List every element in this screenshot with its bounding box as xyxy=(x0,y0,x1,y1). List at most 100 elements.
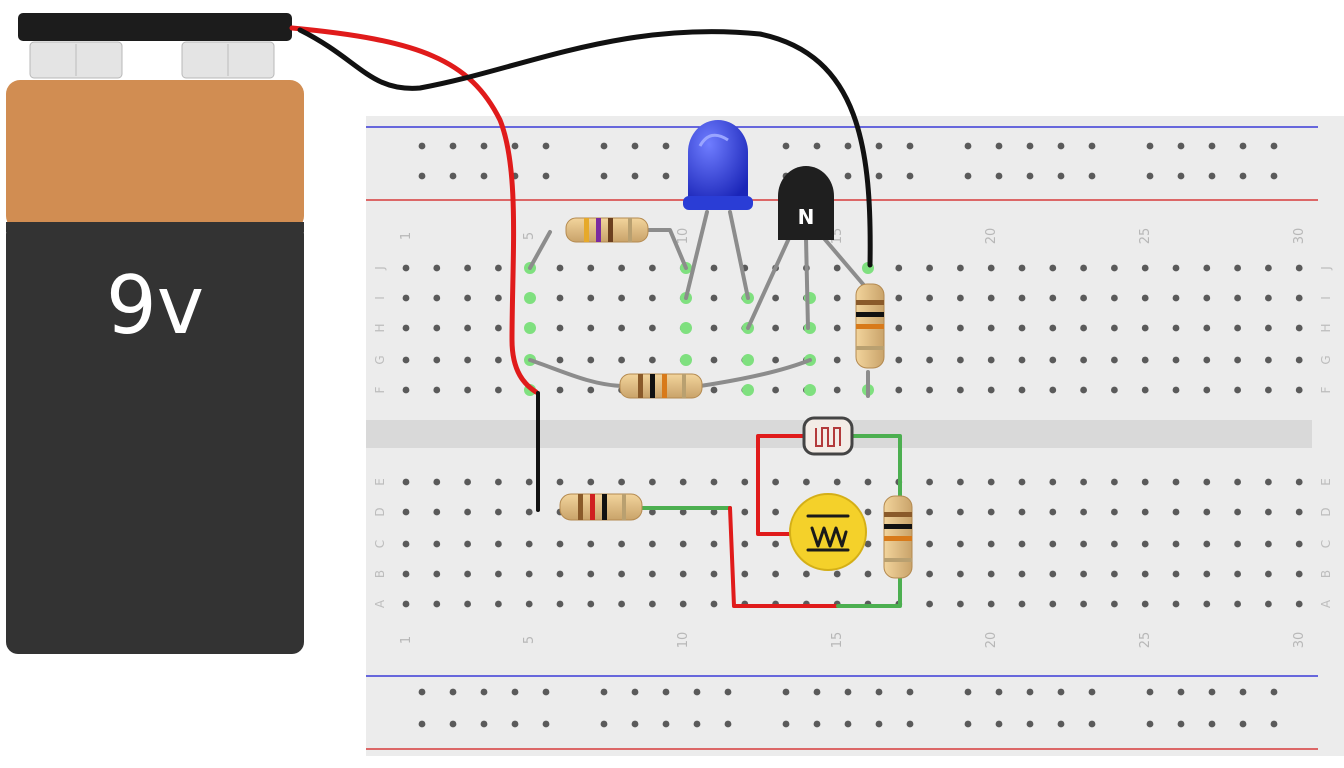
breadboard-hole xyxy=(556,356,564,364)
breadboard-hole xyxy=(1172,478,1180,486)
breadboard-hole xyxy=(710,324,718,332)
breadboard-hole xyxy=(433,356,441,364)
breadboard-hole xyxy=(1049,294,1057,302)
rail-hole xyxy=(875,142,883,150)
red-power-wire xyxy=(289,25,539,395)
row-letter-label: G xyxy=(373,355,387,364)
breadboard-hole xyxy=(1049,386,1057,394)
rail-hole xyxy=(418,172,426,180)
breadboard-hole xyxy=(1265,600,1272,608)
rail-hole xyxy=(1270,172,1278,180)
breadboard-hole xyxy=(556,386,564,394)
breadboard-hole xyxy=(957,386,964,394)
breadboard-hole xyxy=(525,508,533,516)
breadboard-hole xyxy=(556,294,564,302)
rail-hole xyxy=(724,688,732,696)
breadboard-hole xyxy=(987,294,995,302)
breadboard-hole xyxy=(495,386,502,394)
rail-hole xyxy=(542,720,550,728)
breadboard-hole xyxy=(1049,600,1057,608)
breadboard-hole xyxy=(1203,508,1211,516)
breadboard-hole xyxy=(987,478,995,486)
rail-hole xyxy=(511,720,519,728)
breadboard-hole xyxy=(587,324,595,332)
breadboard-hole xyxy=(587,570,595,578)
breadboard-hole xyxy=(649,478,656,486)
rail-hole xyxy=(662,172,670,180)
breadboard-hole xyxy=(495,508,502,516)
rail-hole xyxy=(480,720,488,728)
breadboard-hole xyxy=(1111,540,1118,548)
breadboard-hole xyxy=(1203,570,1211,578)
breadboard-hole xyxy=(1141,600,1149,608)
breadboard-hole xyxy=(1203,264,1211,272)
breadboard-hole xyxy=(957,570,964,578)
rail-hole xyxy=(1177,172,1185,180)
breadboard-hole xyxy=(556,570,564,578)
breadboard-hole xyxy=(1141,508,1149,516)
breadboard-hole xyxy=(710,478,718,486)
rail-hole xyxy=(600,720,608,728)
breadboard-hole xyxy=(1172,570,1180,578)
breadboard-hole xyxy=(1111,264,1118,272)
breadboard-hole xyxy=(1203,324,1211,332)
breadboard-hole xyxy=(833,264,841,272)
breadboard-hole xyxy=(464,386,471,394)
breadboard-hole xyxy=(495,478,502,486)
breadboard-hole xyxy=(1018,478,1026,486)
breadboard-hole xyxy=(402,386,410,394)
rail-hole xyxy=(1239,172,1247,180)
breadboard-hole xyxy=(1141,570,1149,578)
row-letter-label: J xyxy=(1319,266,1333,271)
breadboard-hole xyxy=(864,478,872,486)
rail-hole xyxy=(906,720,914,728)
breadboard-hole xyxy=(957,600,964,608)
breadboard-hole xyxy=(957,478,964,486)
breadboard-hole xyxy=(1111,570,1118,578)
rail-hole xyxy=(480,688,488,696)
breadboard-hole xyxy=(464,356,471,364)
breadboard-hole xyxy=(402,540,410,548)
breadboard-hole xyxy=(587,356,595,364)
column-number-tick-top: 1 xyxy=(399,232,414,240)
rail-hole xyxy=(844,720,852,728)
resistor-r1 xyxy=(565,217,649,243)
breadboard-hole xyxy=(1295,386,1303,394)
breadboard-hole xyxy=(1141,264,1149,272)
breadboard-hole xyxy=(1234,356,1241,364)
breadboard-hole xyxy=(1295,570,1303,578)
breadboard-hole xyxy=(1141,478,1149,486)
rail-hole xyxy=(906,142,914,150)
breadboard-hole xyxy=(710,540,718,548)
breadboard-hole xyxy=(495,570,502,578)
breadboard-hole xyxy=(1234,264,1241,272)
rail-hole xyxy=(662,688,670,696)
breadboard-hole xyxy=(1141,294,1149,302)
breadboard-hole xyxy=(1172,356,1180,364)
breadboard-hole xyxy=(987,386,995,394)
breadboard-hole xyxy=(1265,540,1272,548)
breadboard-hole xyxy=(1018,294,1026,302)
rail-hole xyxy=(964,172,972,180)
breadboard-hole xyxy=(587,540,595,548)
rail-hole xyxy=(1146,142,1154,150)
breadboard-hole xyxy=(1234,508,1241,516)
breadboard-hole xyxy=(710,356,718,364)
breadboard-hole xyxy=(926,386,933,394)
rail-hole xyxy=(1270,720,1278,728)
breadboard-hole xyxy=(433,570,441,578)
breadboard-hole xyxy=(1234,540,1241,548)
gray-lead-r2-right xyxy=(698,358,812,388)
breadboard-hole xyxy=(895,386,903,394)
rail-hole xyxy=(964,688,972,696)
breadboard-hole xyxy=(679,570,687,578)
breadboard-hole xyxy=(1049,478,1057,486)
breadboard-hole xyxy=(1018,324,1026,332)
breadboard-hole xyxy=(710,294,718,302)
breadboard-hole xyxy=(433,324,441,332)
breadboard-hole xyxy=(402,264,410,272)
breadboard-hole xyxy=(495,294,502,302)
breadboard-hole xyxy=(1080,294,1087,302)
breadboard-hole xyxy=(1018,570,1026,578)
breadboard-hole xyxy=(1172,324,1180,332)
